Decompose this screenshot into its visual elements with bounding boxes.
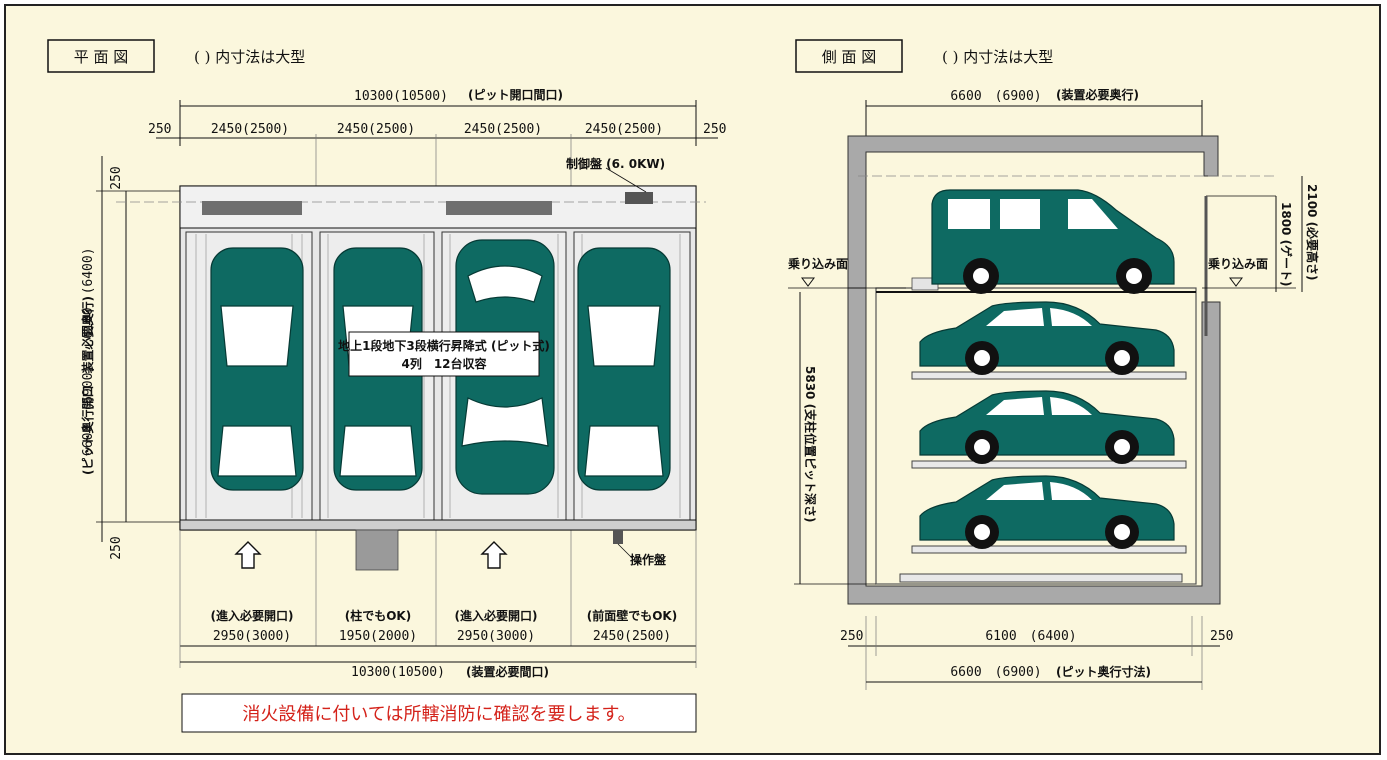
- side-frame: [875, 287, 1197, 585]
- side-sedan-3: [919, 475, 1175, 549]
- plan-left-dim-main: 6600 (6900) 6100 (6400): [81, 247, 96, 456]
- plan-control-panel: [625, 192, 653, 204]
- side-right-dim-a: 2100 (必要高さ): [1305, 184, 1320, 281]
- plan-bottom-value-2: 1950(2000): [339, 629, 417, 644]
- side-top-dim-label: (装置必要奥行): [1056, 87, 1139, 102]
- plan-edge-right: 250: [703, 122, 726, 137]
- plan-center-label-line1: 地上1段地下3段横行昇降式 (ピット式): [338, 338, 550, 353]
- side-left-dim: 5830 (支柱位置ピット深さ): [803, 366, 818, 523]
- notice-text: 消火設備に付いては所轄消防に確認を要します。: [242, 704, 635, 725]
- side-view: 側 面 図 ( ) 内寸法は大型 6600 (6900) (装置必要奥行): [788, 39, 1320, 690]
- side-sedan-2: [919, 390, 1175, 464]
- plan-bottom-title-3: (進入必要開口): [455, 608, 538, 623]
- plan-bottom-title-1: (進入必要開口): [211, 608, 294, 623]
- plan-view: 平 面 図 ( ) 内寸法は大型 10300(10500) (ピット開口間口) …: [47, 39, 726, 680]
- side-van: [931, 189, 1175, 294]
- side-bottom-left: 250: [840, 629, 863, 644]
- side-boarding-right: 乗り込み面: [1208, 256, 1268, 271]
- side-bottom-total-label: (ピット奥行寸法): [1056, 664, 1151, 679]
- plan-bottom-title-4: (前面壁でもOK): [587, 608, 677, 623]
- plan-center-label-line2: 4列 12台収容: [401, 356, 486, 371]
- side-boarding-right-icon: [1229, 277, 1243, 287]
- side-bottom-right: 250: [1210, 629, 1233, 644]
- plan-motor-1: [202, 201, 302, 215]
- plan-car-4: [577, 247, 671, 491]
- plan-column-width-1: 2450(2500): [211, 122, 289, 137]
- plan-top-total: 10300(10500): [354, 89, 448, 104]
- notice-box: [181, 693, 697, 733]
- plan-control-panel-label: 制御盤 (6. 0KW): [566, 156, 665, 171]
- plan-bottom-title-2: (柱でもOK): [345, 608, 411, 623]
- plan-bottom-value-4: 2450(2500): [593, 629, 671, 644]
- plan-bottom-value-3: 2950(3000): [457, 629, 535, 644]
- side-bottom-total: 6600 (6900): [950, 665, 1041, 680]
- plan-top-total-label: (ピット開口間口): [468, 88, 563, 102]
- plan-column-width-2: 2450(2500): [337, 122, 415, 137]
- plan-gate-rail: [179, 519, 697, 531]
- plan-motor-2: [446, 201, 552, 215]
- drawing-sheet: 平 面 図 ( ) 内寸法は大型 10300(10500) (ピット開口間口) …: [4, 4, 1381, 755]
- side-title-box: [795, 39, 903, 73]
- plan-operation-panel-label: 操作盤: [630, 552, 667, 567]
- plan-entry-arrow-icon-1: [234, 541, 262, 569]
- drawing-canvas: 平 面 図 ( ) 内寸法は大型 10300(10500) (ピット開口間口) …: [47, 39, 1320, 733]
- plan-column-width-4: 2450(2500): [585, 122, 663, 137]
- plan-left-dim-bottom: 250: [109, 536, 124, 559]
- plan-left-dim-top: 250: [109, 166, 124, 189]
- side-boarding-left-icon: [801, 277, 815, 287]
- plan-car-1: [210, 247, 304, 491]
- plan-pillar: [355, 529, 399, 571]
- side-pit-wall: [847, 287, 1221, 605]
- plan-bottom-value-1: 2950(3000): [213, 629, 291, 644]
- plan-title-box: [47, 39, 155, 73]
- side-bottom-mid: 6100 (6400): [985, 629, 1076, 644]
- plan-bottom-total-label: (装置必要間口): [466, 664, 549, 679]
- side-title: 側 面 図: [822, 48, 877, 66]
- side-top-dim: 6600 (6900): [950, 89, 1041, 104]
- plan-column-width-3: 2450(2500): [464, 122, 542, 137]
- plan-center-label-box: [348, 331, 540, 377]
- side-right-dim-b: 1800 (ゲート): [1279, 202, 1294, 287]
- plan-left-dim-label: (ピット奥行開口 装置必要奥行): [80, 296, 95, 475]
- plan-operation-panel: [613, 530, 623, 544]
- plan-bottom-total: 10300(10500): [351, 665, 445, 680]
- plan-subtitle: ( ) 内寸法は大型: [194, 48, 305, 66]
- plan-entry-arrow-icon-2: [480, 541, 508, 569]
- plan-edge-left: 250: [148, 122, 171, 137]
- side-subtitle: ( ) 内寸法は大型: [942, 48, 1053, 66]
- side-sedan-1: [919, 301, 1175, 375]
- plan-title: 平 面 図: [74, 48, 129, 66]
- side-boarding-left: 乗り込み面: [788, 256, 848, 271]
- side-pallets: [899, 371, 1187, 583]
